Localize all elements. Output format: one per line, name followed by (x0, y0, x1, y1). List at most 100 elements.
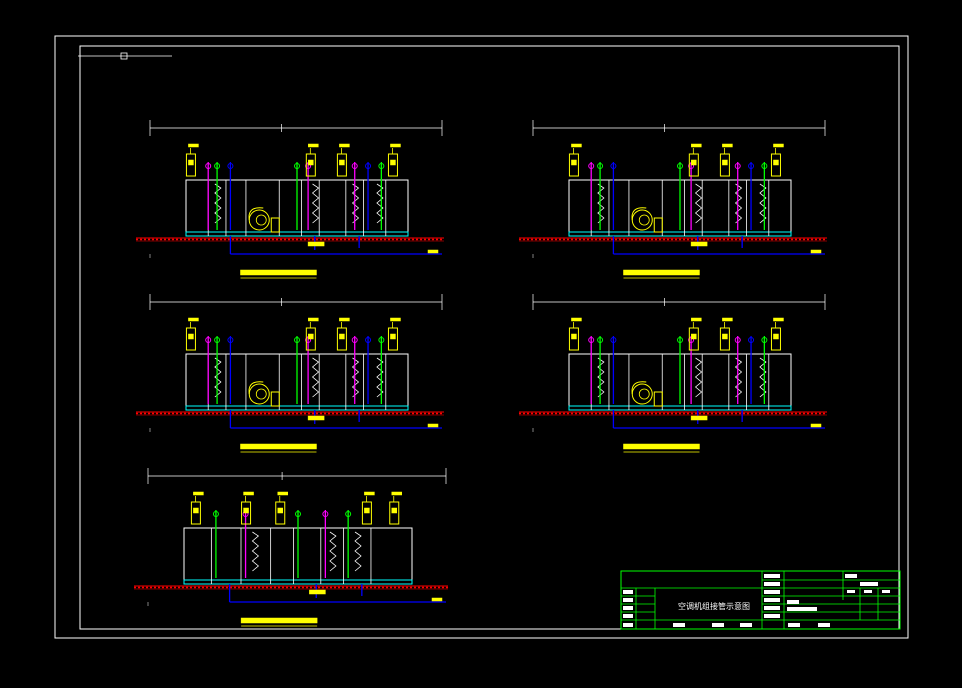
fan-hub (638, 214, 650, 226)
valve-icon (748, 337, 755, 343)
coil-icon (329, 531, 337, 572)
equipment-mark (364, 507, 370, 514)
trap (309, 589, 326, 595)
caption-bar (623, 443, 700, 450)
equipment-tag (691, 143, 702, 148)
equipment-tag (193, 491, 204, 496)
equipment-box (305, 153, 316, 177)
motor (653, 391, 663, 407)
equipment-tag (691, 317, 702, 322)
equipment-tag (243, 491, 254, 496)
coil-icon (694, 357, 703, 398)
valve-icon (378, 163, 385, 169)
fan-hub (255, 388, 267, 400)
fan-icon (248, 209, 270, 231)
equipment-tag (391, 491, 403, 496)
valve-icon (748, 163, 755, 169)
coil-icon (251, 531, 260, 572)
caption-bar (240, 443, 317, 450)
equipment-mark (691, 333, 697, 340)
ahu-base (183, 579, 413, 585)
outlet-tag (431, 597, 443, 602)
coil-icon (354, 531, 362, 572)
trap (307, 415, 325, 421)
fan-scroll (248, 207, 264, 221)
coil-icon (311, 357, 320, 398)
equipment-tag (390, 143, 401, 148)
valve-icon (610, 337, 617, 343)
caption-bar (240, 617, 318, 624)
coil-icon (376, 357, 384, 398)
equipment-tag (773, 143, 784, 148)
equipment-tag (364, 491, 375, 496)
outlet-tag (427, 423, 439, 428)
equipment-tag (277, 491, 289, 496)
motor (653, 217, 663, 233)
equipment-box (688, 327, 699, 351)
equipment-box (185, 327, 196, 351)
valve-icon (365, 337, 372, 343)
fan-scroll (248, 381, 264, 395)
trap (690, 241, 708, 247)
valve-icon (294, 337, 300, 343)
equipment-box (568, 327, 579, 351)
valve-icon (610, 163, 617, 169)
valve-icon (351, 337, 358, 343)
valve-icon (734, 163, 741, 169)
equipment-tag (571, 317, 582, 322)
equipment-box (688, 153, 699, 177)
coil-icon (214, 183, 222, 224)
equipment-box (770, 327, 781, 351)
coil-icon (734, 357, 743, 398)
valve-icon (365, 163, 372, 169)
trap (307, 241, 325, 247)
caption-bar (240, 269, 317, 276)
equipment-tag (722, 317, 733, 322)
equipment-box (770, 153, 781, 177)
ahu-section-3 (136, 294, 444, 453)
equipment-tag (773, 317, 784, 322)
valve-icon (597, 337, 604, 343)
equipment-box (336, 327, 347, 351)
coil-icon (214, 357, 222, 398)
fan-hub (255, 214, 267, 226)
equipment-mark (277, 507, 284, 514)
equipment-mark (571, 159, 577, 166)
caption-bar (623, 269, 700, 276)
coil-icon (351, 357, 360, 398)
fan-scroll (631, 381, 647, 395)
ahu-base (185, 405, 409, 411)
outlet-tag (810, 423, 822, 428)
equipment-box (387, 153, 398, 177)
trap (690, 415, 708, 421)
valve-icon (205, 337, 212, 343)
equipment-tag (722, 143, 733, 148)
equipment-tag (188, 317, 199, 322)
equipment-box (719, 327, 730, 351)
fan-hub (638, 388, 650, 400)
ahu-base (185, 231, 409, 237)
equipment-mark (691, 159, 697, 166)
equipment-mark (390, 159, 396, 166)
ahu-section-2 (519, 120, 827, 279)
coil-icon (734, 183, 743, 224)
coil-icon (376, 183, 384, 224)
equipment-box (387, 327, 398, 351)
equipment-box (241, 501, 252, 525)
valve-icon (295, 511, 301, 517)
coil-icon (759, 183, 767, 224)
valve-icon (351, 163, 358, 169)
ahu-base (568, 231, 792, 237)
coil-icon (759, 357, 767, 398)
equipment-box (336, 153, 347, 177)
valve-icon (734, 337, 741, 343)
equipment-mark (722, 333, 728, 340)
equipment-tag (390, 317, 401, 322)
title-block: 空调机组接管示意图 (620, 570, 901, 630)
equipment-mark (571, 333, 577, 340)
equipment-tag (308, 143, 319, 148)
equipment-box (568, 153, 579, 177)
valve-icon (345, 511, 352, 517)
equipment-mark (390, 333, 396, 340)
